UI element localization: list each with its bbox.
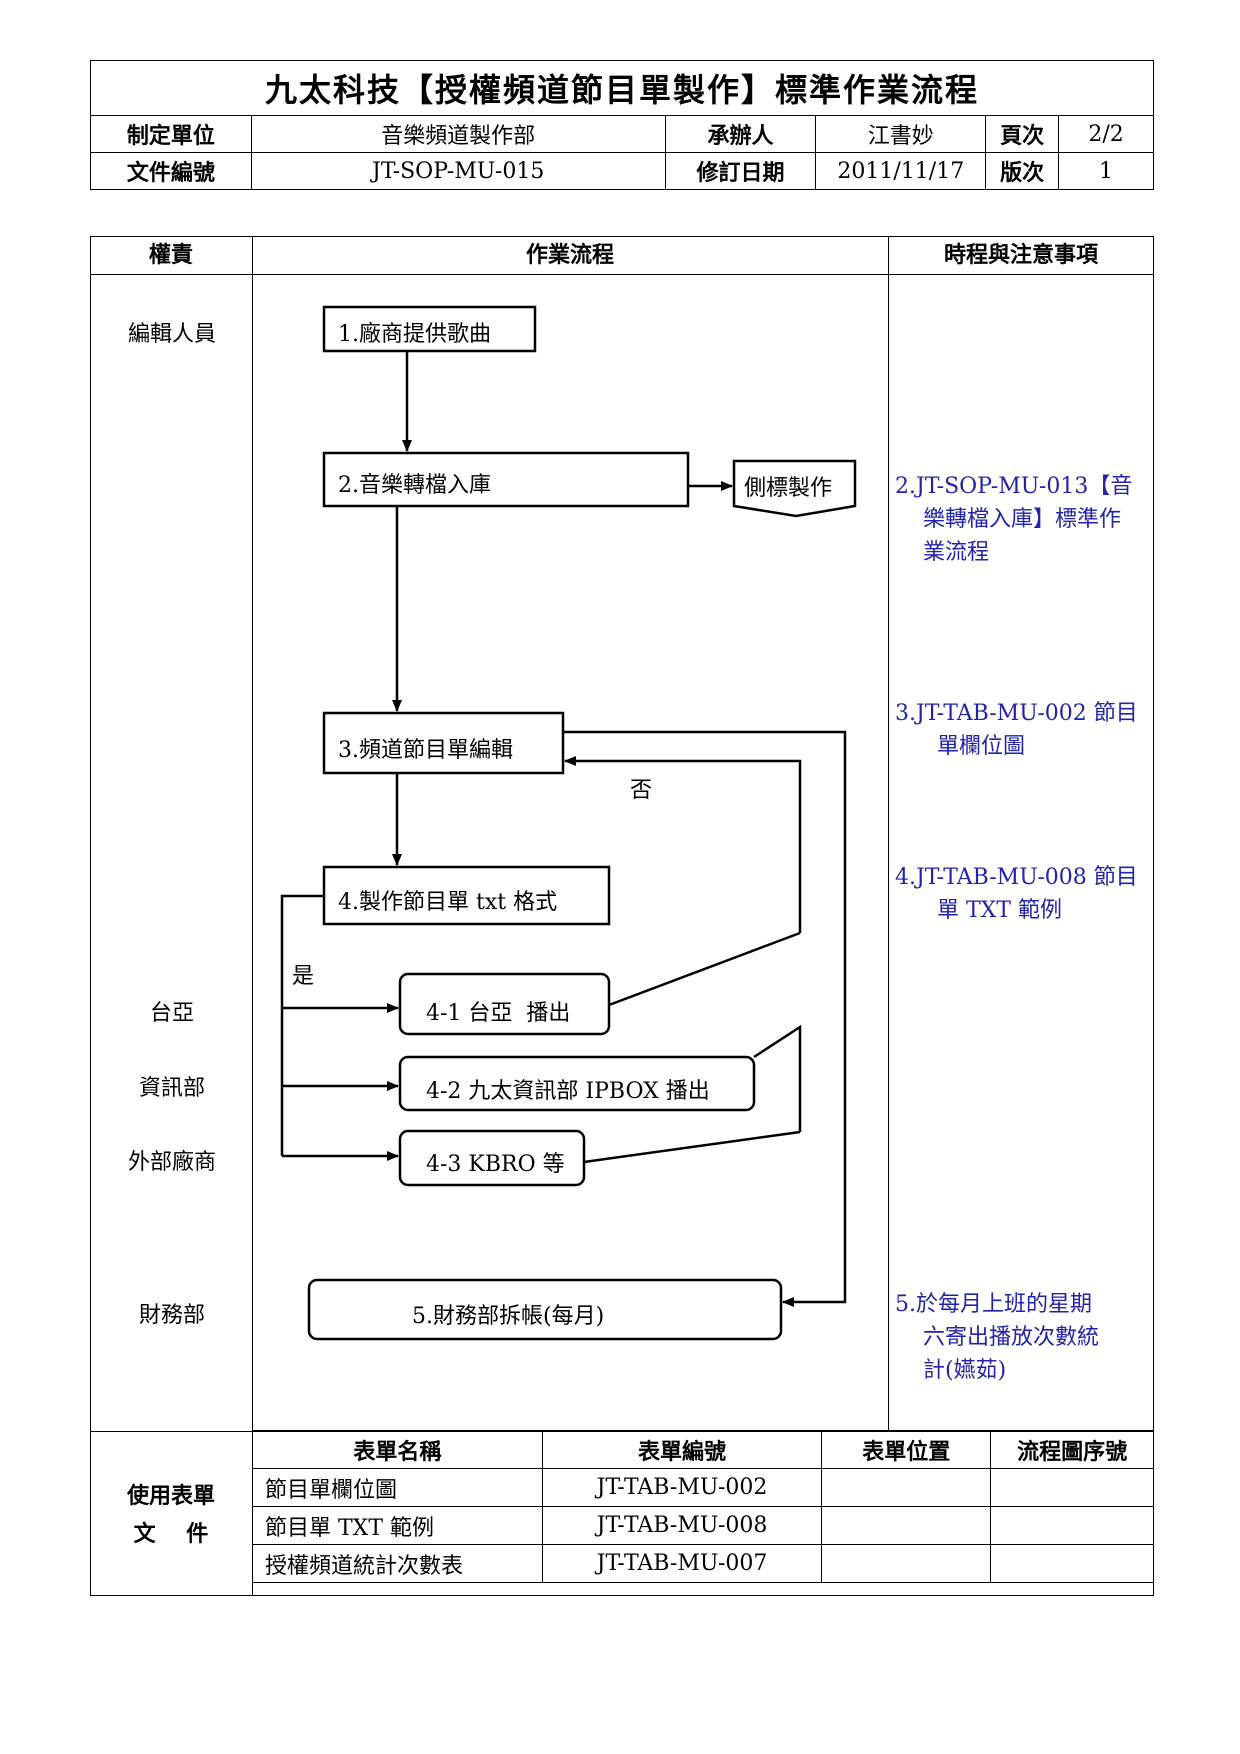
process-frame — [90, 236, 1154, 1596]
arrow-3-5 — [563, 730, 847, 1307]
role-editor: 編輯人員 — [127, 322, 216, 347]
forms-section-label-2: 文 件 — [133, 1521, 209, 1547]
note-4: 4.JT-TAB-MU-008 節目 單 TXT 範例 — [895, 861, 1145, 927]
column-divider-right — [888, 236, 889, 1432]
no-label: 否 — [630, 778, 653, 803]
form-location — [821, 1468, 992, 1507]
note-2-line2: 樂轉檔入庫】標準作 — [923, 507, 1122, 532]
forms-header-seq: 流程圖序號 — [990, 1430, 1154, 1469]
form-location — [821, 1544, 992, 1583]
revision-date-label: 修訂日期 — [664, 152, 817, 190]
form-code: JT-TAB-MU-002 — [541, 1468, 823, 1507]
step5-box — [307, 1278, 783, 1341]
step3-label: 3.頻道節目單編輯 — [338, 738, 513, 763]
forms-header-row: 表單名稱 表單編號 表單位置 流程圖序號 — [252, 1430, 1154, 1469]
step4-label: 4.製作節目單 txt 格式 — [338, 890, 558, 915]
step1-box — [322, 305, 537, 353]
step2-label: 2.音樂轉檔入庫 — [338, 473, 491, 498]
note-5-line2: 六寄出播放次數統 — [923, 1325, 1100, 1350]
unit-label: 制定單位 — [90, 115, 252, 153]
branch-yes — [280, 894, 324, 1156]
version-value: 1 — [1058, 152, 1154, 190]
role-finance: 財務部 — [138, 1303, 205, 1328]
forms-section-label-1: 使用表單 — [126, 1483, 215, 1509]
step4-2-box — [398, 1055, 756, 1112]
forms-header-location: 表單位置 — [821, 1430, 992, 1469]
table-row: 節目單欄位圖 JT-TAB-MU-002 — [252, 1468, 1154, 1507]
note-3-line1: 3.JT-TAB-MU-002 節目 — [895, 701, 1138, 726]
step4-3-label: 4-3 KBRO 等 — [426, 1152, 565, 1177]
form-name: 節目單 TXT 範例 — [252, 1506, 543, 1545]
form-code: JT-TAB-MU-008 — [541, 1506, 823, 1545]
doc-number-label: 文件編號 — [90, 152, 252, 190]
note-4-line2: 單 TXT 範例 — [937, 898, 1062, 923]
table-row: 節目單 TXT 範例 JT-TAB-MU-008 — [252, 1506, 1154, 1545]
step1-label: 1.廠商提供歌曲 — [338, 322, 491, 347]
step4-3-box — [398, 1129, 586, 1187]
forms-header-name: 表單名稱 — [252, 1430, 543, 1469]
column-divider-left — [252, 236, 253, 1596]
form-seq — [990, 1506, 1154, 1545]
note-4-line1: 4.JT-TAB-MU-008 節目 — [895, 865, 1138, 890]
line-4-1-loop — [608, 931, 801, 1007]
form-seq — [990, 1468, 1154, 1507]
note-2: 2.JT-SOP-MU-013【音 樂轉檔入庫】標準作 業流程 — [895, 470, 1145, 569]
document-title: 九太科技【授權頻道節目單製作】標準作業流程 — [90, 60, 1154, 116]
step2-box — [322, 451, 690, 508]
document-header: 九太科技【授權頻道節目單製作】標準作業流程 制定單位 音樂頻道製作部 承辦人 江… — [90, 60, 1154, 190]
step4-1-label: 4-1 台亞 播出 — [426, 1001, 571, 1026]
column-header-divider — [90, 274, 1154, 275]
form-location — [821, 1506, 992, 1545]
version-label: 版次 — [985, 152, 1060, 190]
side-label-shape — [732, 459, 857, 518]
notes-header: 時程與注意事項 — [943, 242, 1098, 268]
arrow-no-loop — [564, 756, 802, 933]
responsibility-header: 權責 — [148, 242, 193, 268]
unit-value: 音樂頻道製作部 — [250, 115, 666, 153]
form-name: 節目單欄位圖 — [252, 1468, 543, 1507]
form-name: 授權頻道統計次數表 — [252, 1544, 543, 1583]
forms-header-code: 表單編號 — [541, 1430, 823, 1469]
form-seq — [990, 1544, 1154, 1583]
role-taiya: 台亞 — [149, 1001, 194, 1026]
note-3-line2: 單欄位圖 — [937, 734, 1026, 759]
note-5: 5.於每月上班的星期 六寄出播放次數統 計(嬿茹) — [895, 1288, 1145, 1387]
side-label: 側標製作 — [744, 476, 833, 501]
note-2-line3: 業流程 — [923, 540, 990, 565]
line-4-3-loop — [583, 1130, 801, 1164]
process-header: 作業流程 — [525, 242, 614, 268]
doc-number-value: JT-SOP-MU-015 — [250, 152, 666, 190]
table-row: 授權頻道統計次數表 JT-TAB-MU-007 — [252, 1544, 1154, 1583]
line-4-2-loop — [753, 1024, 802, 1132]
yes-label: 是 — [292, 964, 315, 989]
role-it: 資訊部 — [138, 1076, 205, 1101]
revision-date-value: 2011/11/17 — [815, 152, 987, 190]
step3-box — [322, 711, 565, 775]
note-5-line3: 計(嬿茹) — [923, 1358, 1007, 1383]
note-5-line1: 5.於每月上班的星期 — [895, 1292, 1092, 1317]
page-label: 頁次 — [985, 115, 1060, 153]
note-2-line1: 2.JT-SOP-MU-013【音 — [895, 474, 1133, 499]
step5-label: 5.財務部拆帳(每月) — [412, 1304, 605, 1329]
role-external: 外部廠商 — [127, 1150, 216, 1175]
form-code: JT-TAB-MU-007 — [541, 1544, 823, 1583]
step4-2-label: 4-2 九太資訊部 IPBOX 播出 — [426, 1079, 710, 1104]
forms-table: 表單名稱 表單編號 表單位置 流程圖序號 節目單欄位圖 JT-TAB-MU-00… — [252, 1430, 1154, 1583]
note-3: 3.JT-TAB-MU-002 節目 單欄位圖 — [895, 697, 1145, 763]
